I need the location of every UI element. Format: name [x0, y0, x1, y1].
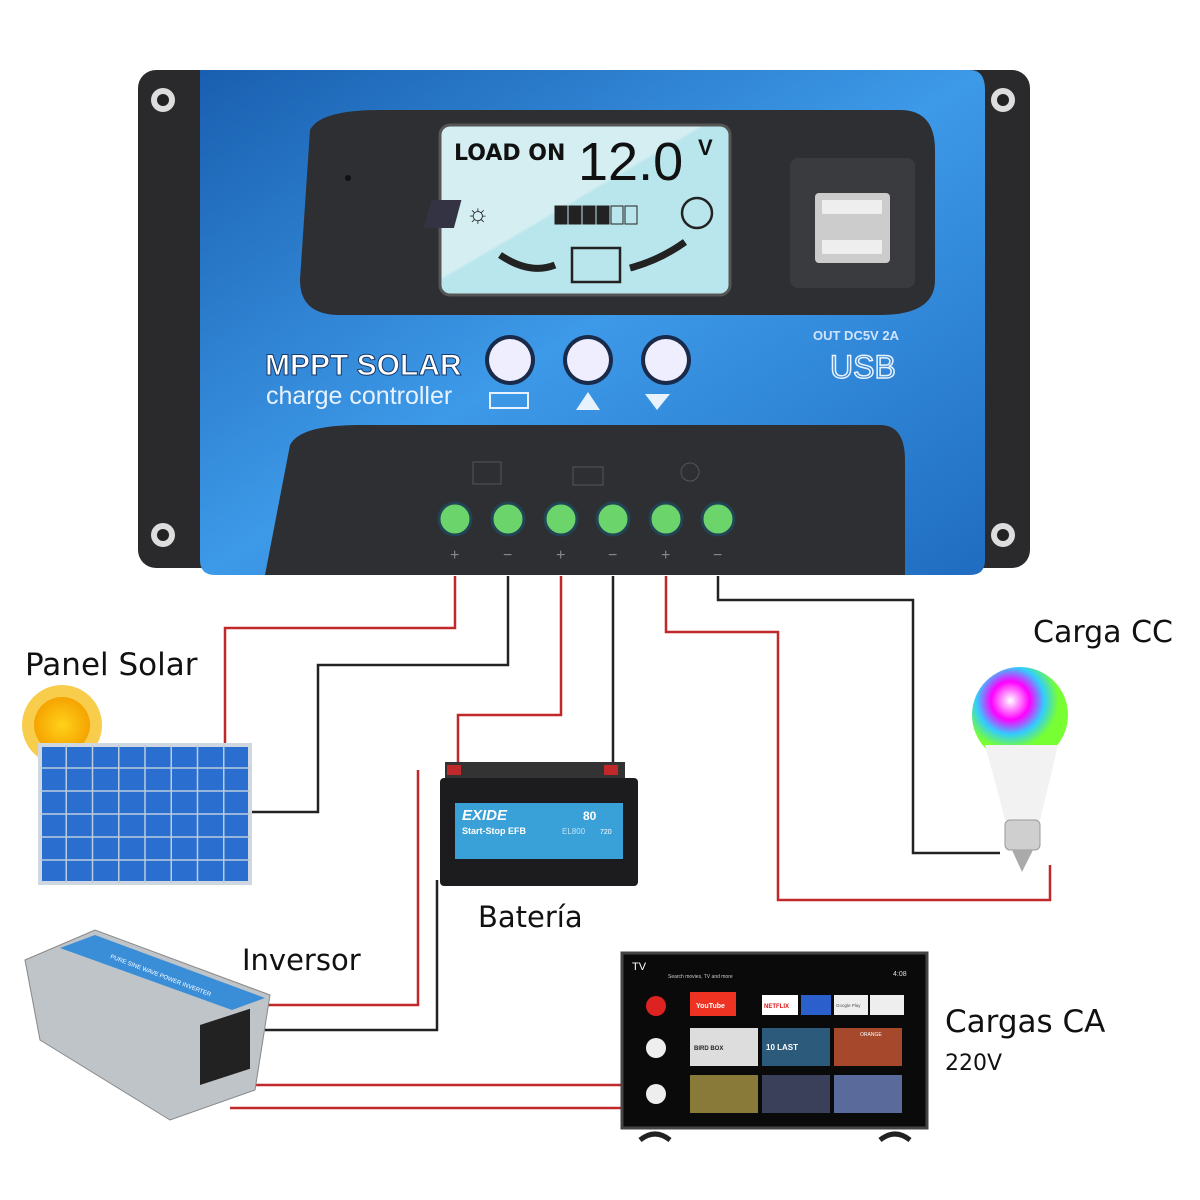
svg-text:+: +: [450, 547, 459, 564]
lcd-voltage: 12.0: [578, 132, 683, 192]
battery-brand: EXIDE: [462, 807, 508, 824]
label-ac-voltage: 220V: [945, 1051, 1002, 1076]
brand-title: MPPT SOLAR: [265, 349, 462, 382]
tv: TV Search movies, TV and more 4:08 YouTu…: [620, 951, 929, 1143]
tv-app-play: Google Play: [836, 1003, 861, 1008]
wire-solar-positive: [223, 576, 457, 750]
tv-app-netflix: NETFLIX: [764, 1004, 789, 1010]
wire-battery-positive: [456, 576, 563, 770]
tv-app-youtube: YouTube: [696, 1003, 725, 1010]
lcd-battery-face-icon: [570, 246, 622, 284]
terminal-polarity: + − + − + −: [450, 547, 722, 564]
wires: [223, 576, 1052, 1110]
label-dc-load: Carga CC: [1033, 615, 1173, 650]
battery: EXIDE Start-Stop EFB 80 EL800 720: [440, 762, 638, 886]
terminal-battery-negative[interactable]: [595, 501, 631, 537]
charge-controller: [138, 70, 1030, 575]
svg-text:−: −: [713, 547, 722, 564]
terminal-battery-positive[interactable]: [543, 501, 579, 537]
label-ac-loads: Cargas CA: [945, 1004, 1105, 1040]
lcd-unit: V: [698, 135, 713, 160]
wire-load-positive: [664, 576, 1052, 902]
battery-level-segment: [610, 205, 624, 225]
tv-time: 4:08: [893, 971, 907, 978]
battery-capacity: 80: [583, 809, 597, 823]
label-inverter: Inversor: [242, 943, 361, 977]
rgb-bulb: [972, 667, 1068, 872]
terminal-solar-positive[interactable]: [437, 501, 473, 537]
minus-button[interactable]: [641, 335, 691, 385]
bulb-icon: [680, 462, 700, 482]
terminal-load-negative[interactable]: [700, 501, 736, 537]
usb-rating: OUT DC5V 2A: [813, 328, 900, 343]
svg-text:−: −: [503, 547, 512, 564]
lcd-arrow-icon: [498, 252, 557, 272]
battery-cca: 720: [600, 829, 612, 836]
label-solar-panel: Panel Solar: [25, 647, 198, 683]
battery-model: Start-Stop EFB: [462, 826, 526, 836]
wire-load-negative: [716, 576, 1000, 855]
brand-subtitle: charge controller: [266, 382, 452, 410]
usb-label: USB: [830, 349, 896, 385]
menu-icon: [489, 392, 529, 409]
svg-text:+: +: [661, 547, 670, 564]
battery-code: EL800: [562, 827, 586, 836]
tv-tile: ORANGE: [860, 1032, 882, 1038]
battery-level-segment: [582, 205, 596, 225]
battery-level-segment: [596, 205, 610, 225]
terminal-load-positive[interactable]: [648, 501, 684, 537]
lcd-arrow-icon: [629, 239, 688, 272]
lcd-solar-icon: [423, 200, 462, 228]
menu-button[interactable]: [485, 335, 535, 385]
battery-icon: [572, 466, 604, 486]
indicator-led: [345, 175, 351, 181]
battery-level-segment: [568, 205, 582, 225]
label-battery: Batería: [478, 900, 583, 934]
tv-search: Search movies, TV and more: [668, 974, 733, 980]
tv-corner-label: TV: [632, 961, 647, 973]
plus-button[interactable]: [563, 335, 613, 385]
terminal-solar-negative[interactable]: [490, 501, 526, 537]
tv-tile: 10 LAST: [766, 1043, 798, 1052]
inverter: PURE SINE WAVE POWER INVERTER: [24, 929, 271, 1121]
lcd-bulb-icon: [680, 196, 714, 230]
lcd-sun-icon: ☼: [466, 198, 490, 228]
solar-panel-icon: [472, 461, 502, 485]
lcd-status: LOAD ON: [454, 141, 565, 166]
wire-inverter-positive: [265, 770, 420, 1007]
svg-text:−: −: [608, 547, 617, 564]
tv-tile: BIRD BOX: [694, 1046, 723, 1052]
minus-light-icon: [645, 394, 670, 410]
solar-panel: [22, 685, 252, 885]
terminal-block: [437, 501, 736, 537]
wire-inverter-negative: [265, 880, 439, 1032]
plus-icon: [576, 392, 600, 410]
battery-level-segment: [554, 205, 568, 225]
lcd-battery-level: [554, 205, 638, 225]
wire-solar-negative: [250, 576, 510, 814]
battery-level-segment: [624, 205, 638, 225]
svg-text:+: +: [556, 547, 565, 564]
